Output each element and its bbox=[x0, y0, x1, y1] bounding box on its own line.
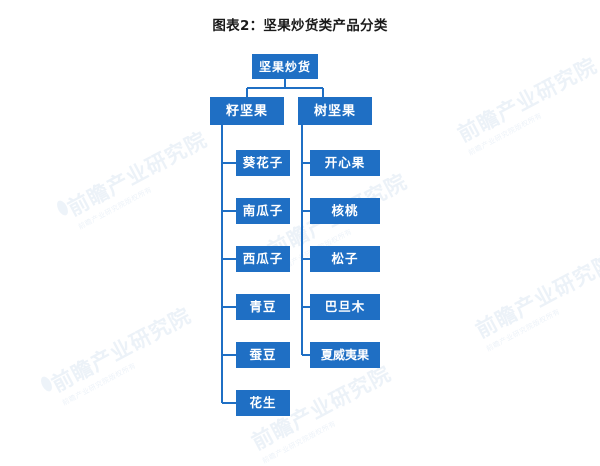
node-leaf-label: 松子 bbox=[331, 250, 359, 266]
node-leaf-macadamia[interactable]: 夏威夷果 bbox=[310, 342, 380, 368]
node-branch-label: 籽坚果 bbox=[225, 103, 268, 119]
node-leaf-sunflower-seed[interactable]: 葵花子 bbox=[236, 150, 290, 176]
node-branch-label: 树坚果 bbox=[313, 103, 356, 119]
node-leaf-label: 核桃 bbox=[331, 202, 359, 218]
node-branch-seed-nuts[interactable]: 籽坚果 bbox=[210, 97, 284, 125]
node-leaf-label: 南瓜子 bbox=[242, 202, 284, 218]
node-leaf-label: 蚕豆 bbox=[249, 346, 277, 362]
node-leaf-almond[interactable]: 巴旦木 bbox=[310, 294, 380, 320]
node-leaf-label: 西瓜子 bbox=[242, 250, 284, 266]
node-root[interactable]: 坚果炒货 bbox=[252, 54, 318, 79]
node-leaf-walnut[interactable]: 核桃 bbox=[310, 198, 380, 224]
node-leaf-label: 青豆 bbox=[249, 298, 277, 314]
node-root-label: 坚果炒货 bbox=[258, 59, 311, 74]
node-leaf-broad-bean[interactable]: 蚕豆 bbox=[236, 342, 290, 368]
tree-diagram: 坚果炒货 籽坚果 树坚果 葵花子 南瓜子 西瓜子 青豆 蚕豆 花生 开心果 bbox=[210, 54, 380, 416]
node-leaf-pistachio[interactable]: 开心果 bbox=[310, 150, 380, 176]
node-leaf-pumpkin-seed[interactable]: 南瓜子 bbox=[236, 198, 290, 224]
node-leaf-peanut[interactable]: 花生 bbox=[236, 390, 290, 416]
node-leaf-pine-nut[interactable]: 松子 bbox=[310, 246, 380, 272]
figure-title: 图表2：坚果炒货类产品分类 bbox=[212, 18, 388, 34]
connector-lines bbox=[221, 79, 324, 404]
node-leaf-label: 开心果 bbox=[324, 154, 366, 170]
figure-canvas: 前瞻产业研究院 前瞻产业研究院版权所有 前瞻产业研究院 前瞻产业研究院版权所有 … bbox=[38, 18, 600, 465]
node-leaf-watermelon-seed[interactable]: 西瓜子 bbox=[236, 246, 290, 272]
node-leaf-green-bean[interactable]: 青豆 bbox=[236, 294, 290, 320]
node-leaf-label: 花生 bbox=[249, 394, 277, 410]
node-leaf-label: 葵花子 bbox=[242, 154, 284, 170]
node-leaf-label: 夏威夷果 bbox=[320, 348, 369, 362]
node-leaf-label: 巴旦木 bbox=[324, 298, 366, 314]
node-branch-tree-nuts[interactable]: 树坚果 bbox=[298, 97, 372, 125]
